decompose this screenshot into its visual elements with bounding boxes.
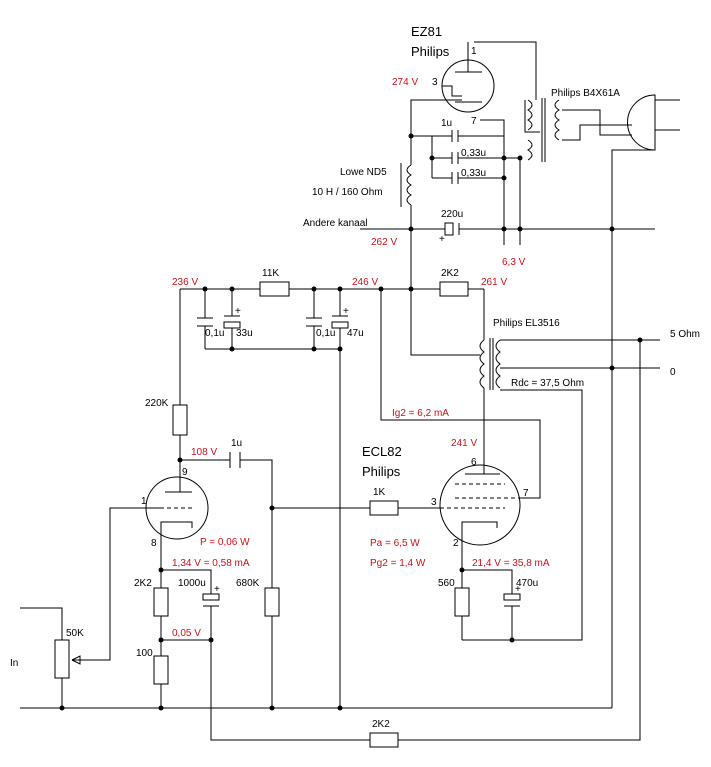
svg-text:+: + xyxy=(515,584,521,595)
wires xyxy=(20,41,680,741)
pentode-cathode-voltage: 21,4 V = 35,8 mA xyxy=(472,558,550,569)
pin-pen-7: 7 xyxy=(523,488,529,499)
r-100-label: 100 xyxy=(136,648,153,659)
svg-text:+: + xyxy=(439,234,445,245)
screen-current: Ig2 = 6,2 mA xyxy=(392,408,449,419)
capacitor-220u: + xyxy=(439,222,462,245)
capacitor-33u: + xyxy=(223,306,241,329)
resistor-2k2-top xyxy=(439,281,469,297)
pin-pen-3: 3 xyxy=(431,497,437,508)
voltage-63: 6,3 V xyxy=(502,257,526,268)
pin-tri-9: 9 xyxy=(182,467,188,478)
power-transformer xyxy=(527,98,560,162)
triode-tube xyxy=(145,476,209,540)
r-11k-label: 11K xyxy=(262,268,279,279)
cap-1u-coupling-label: 1u xyxy=(231,438,242,449)
out-0-label: 0 xyxy=(670,367,676,378)
cap-033b-label: 0,33u xyxy=(461,168,486,179)
resistor-2k2-feedback xyxy=(369,732,399,748)
cap-1u-top-label: 1u xyxy=(441,118,452,129)
output-rdc-label: Rdc = 37,5 Ohm xyxy=(511,378,584,389)
output-transformer-label: Philips EL3516 xyxy=(493,318,560,329)
capacitor-1u-top xyxy=(451,130,459,142)
voltage-108: 108 V xyxy=(191,447,217,458)
choke-name: Lowe ND5 xyxy=(340,167,387,178)
cap-033a-label: 0,33u xyxy=(461,148,486,159)
out-5ohm-label: 5 Ohm xyxy=(670,329,700,340)
voltage-005: 0,05 V xyxy=(172,628,201,639)
pin-pen-2: 2 xyxy=(453,538,459,549)
junctions xyxy=(59,133,643,711)
pin-pen-6: 6 xyxy=(471,457,477,468)
cap-1000u-label: 1000u xyxy=(178,578,206,589)
cap-33u-label: 33u xyxy=(236,328,253,339)
power-transformer-label: Philips B4X61A xyxy=(551,88,620,99)
choke-inductor xyxy=(400,163,412,207)
svg-text:+: + xyxy=(235,306,241,317)
triode-power: P = 0,06 W xyxy=(200,537,250,548)
capacitor-47u: + xyxy=(331,306,349,329)
r-220k-label: 220K xyxy=(145,398,169,409)
output-tube-brand: Philips xyxy=(362,464,401,479)
mains-plug xyxy=(627,94,656,151)
capacitor-033u-b xyxy=(451,172,459,184)
capacitor-01u-a xyxy=(197,317,213,327)
r-1k-label: 1K xyxy=(373,487,386,498)
voltage-261: 261 V xyxy=(481,277,507,288)
voltage-246: 246 V xyxy=(352,277,378,288)
pentode-anode-power: Pa = 6,5 W xyxy=(370,538,420,549)
rectifier-brand: Philips xyxy=(411,44,450,59)
resistor-100 xyxy=(153,655,169,685)
voltage-241: 241 V xyxy=(451,438,477,449)
cap-01u-a-label: 0,1u xyxy=(205,328,224,339)
capacitor-033u-a xyxy=(451,152,459,164)
choke-spec: 10 H / 160 Ohm xyxy=(312,187,383,198)
pentode-tube xyxy=(439,460,521,546)
r-2k2-cathode-label: 2K2 xyxy=(134,578,152,589)
cap-470u-label: 470u xyxy=(516,578,538,589)
cap-47u-label: 47u xyxy=(347,328,364,339)
rectifier-name: EZ81 xyxy=(411,24,442,39)
pin-tri-1: 1 xyxy=(141,496,147,507)
r-560-label: 560 xyxy=(438,578,455,589)
output-transformer xyxy=(479,338,501,390)
resistor-11k xyxy=(259,281,290,297)
labels: EZ81 Philips 1 3 7 Philips B4X61A Lowe N… xyxy=(10,24,700,730)
capacitor-1000u: + xyxy=(202,584,220,607)
pot-50k-label: 50K xyxy=(66,628,84,639)
output-tube-name: ECL82 xyxy=(362,444,402,459)
resistor-2k2-cathode xyxy=(153,587,169,617)
r-2k2-top-label: 2K2 xyxy=(441,268,459,279)
cap-220u-label: 220u xyxy=(441,209,463,220)
cap-01u-b-label: 0,1u xyxy=(316,328,335,339)
potentiometer-50k xyxy=(54,639,81,679)
svg-text:+: + xyxy=(343,306,349,317)
voltage-262: 262 V xyxy=(371,237,397,248)
triode-cathode-voltage: 1,34 V = 0,58 mA xyxy=(172,558,250,569)
resistor-1k xyxy=(369,500,399,516)
svg-text:+: + xyxy=(214,584,220,595)
pentode-screen-power: Pg2 = 1,4 W xyxy=(370,558,426,569)
pin-tri-8: 8 xyxy=(151,538,157,549)
capacitor-1u-coupling xyxy=(229,452,241,468)
r-2k2-feedback-label: 2K2 xyxy=(372,719,390,730)
voltage-annotations: 274 V 262 V 6,3 V 236 V 246 V 261 V Ig2 … xyxy=(172,77,550,639)
pin-ez-3: 3 xyxy=(432,77,438,88)
voltage-274: 274 V xyxy=(392,77,418,88)
capacitor-470u: + xyxy=(503,584,521,607)
input-label: In xyxy=(10,658,18,669)
capacitor-01u-b xyxy=(306,317,322,327)
resistor-220k xyxy=(172,404,188,436)
pin-ez-1: 1 xyxy=(471,46,477,57)
resistor-560 xyxy=(454,587,470,617)
voltage-236: 236 V xyxy=(172,277,198,288)
resistor-680k xyxy=(264,587,280,617)
rectifier-tube-ez81 xyxy=(441,42,495,113)
pin-ez-7: 7 xyxy=(471,116,477,127)
other-channel-label: Andere kanaal xyxy=(303,218,368,229)
r-680k-label: 680K xyxy=(236,578,260,589)
